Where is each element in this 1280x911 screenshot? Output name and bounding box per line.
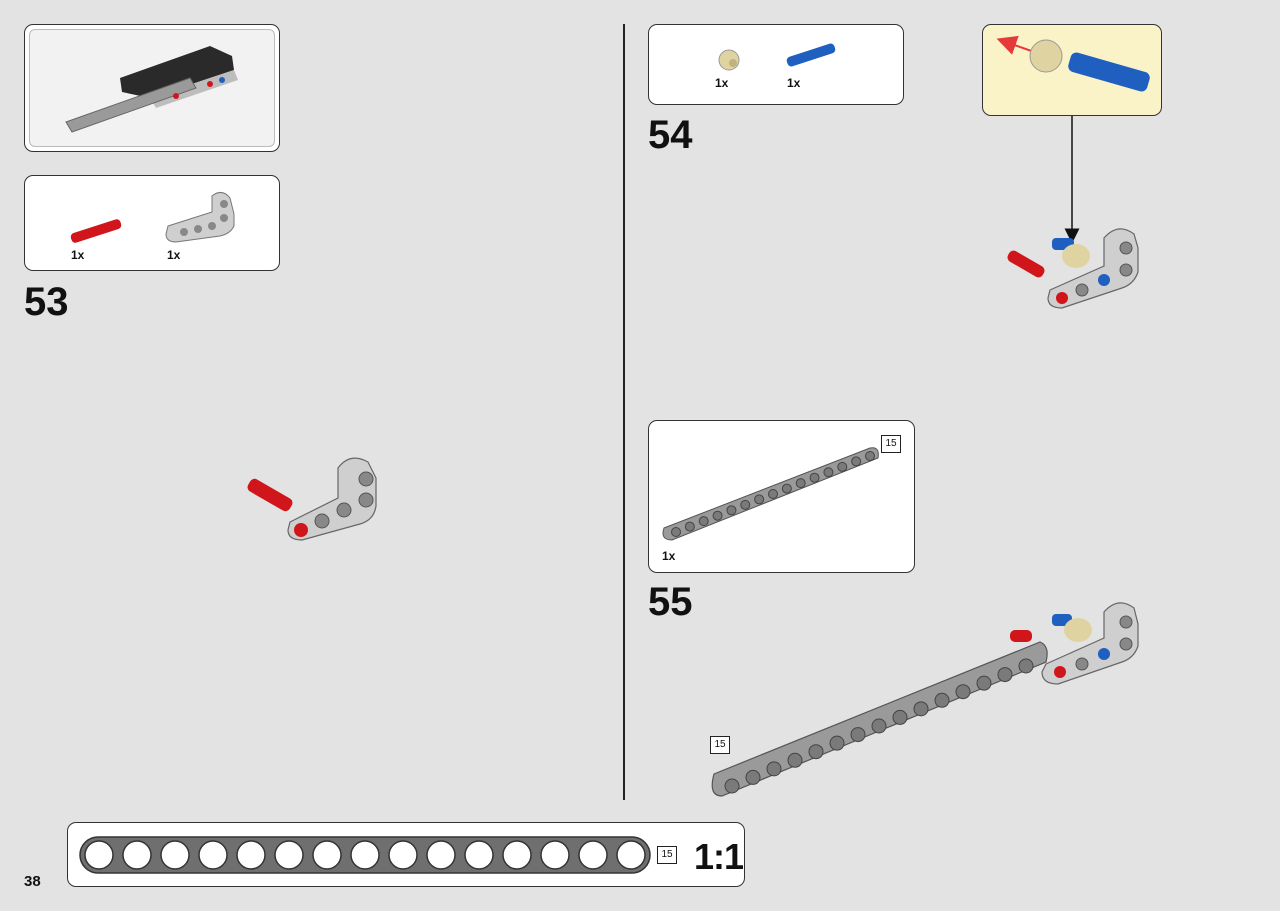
step-53-parts-list: 1x 1x [24,175,280,271]
beam-hole [850,727,866,743]
beam-hole [955,684,971,700]
beam-hole [787,752,803,768]
scale-hole [540,840,570,870]
beam-hole [781,483,792,494]
scale-hole [312,840,342,870]
red-axle-pin-part [70,219,122,243]
scale-hole [426,840,456,870]
beam-hole [809,472,820,483]
grey-l-beam-part [165,192,235,243]
beam-hole [795,478,806,489]
scale-hole [84,840,114,870]
scale-hole [464,840,494,870]
beam-hole [871,718,887,734]
beam-hole [865,451,875,461]
beam-hole [754,494,765,505]
previous-step-model [65,46,238,133]
beam-hole [976,675,992,691]
part-qty: 1x [662,549,676,563]
beam-hole [698,516,709,527]
step-number: 54 [648,113,693,157]
beam-hole [892,709,908,725]
beam-hole [726,505,737,516]
beam-length-tag: 15 [657,846,677,864]
beam-hole [724,778,740,794]
beam-hole [808,744,824,760]
part-qty: 1x [787,76,801,90]
blue-axle-pin-part [786,43,836,67]
beam-hole [745,769,761,785]
scale-hole [616,840,646,870]
beam-hole [997,667,1013,683]
part-qty: 1x [715,76,729,90]
scale-beam [79,836,651,874]
scale-hole [274,840,304,870]
scale-label: 1:1 [694,836,744,877]
step-number: 55 [648,580,693,624]
scale-hole [160,840,190,870]
step-54-assembly [1007,228,1139,309]
page-number: 38 [24,873,41,890]
part-qty: 1x [167,248,181,262]
part-qty: 1x [71,248,85,262]
scale-hole [122,840,152,870]
page-divider [623,24,625,800]
scale-hole [502,840,532,870]
step-55-assembly [711,602,1139,797]
scale-hole [350,840,380,870]
beam-hole [768,489,778,499]
beam-15-part [662,447,879,541]
scale-hole [388,840,418,870]
beam-hole [837,461,848,472]
beam-hole [829,735,845,751]
beam-hole [766,761,782,777]
callout-art [996,35,1150,244]
scale-hole [578,840,608,870]
beam-hole [851,456,862,467]
beam-hole [740,499,751,510]
scale-hole [198,840,228,870]
beam-length-tag: 15 [710,736,730,754]
beam-hole [712,510,723,521]
step-54-parts-list: 1x 1x [648,24,904,105]
beam-hole [684,521,695,532]
step-number: 53 [24,280,69,324]
beam-hole [934,692,950,708]
beam-hole [823,467,834,478]
beam-hole [671,527,681,537]
beam-hole [1018,658,1034,674]
scale-hole [236,840,266,870]
beam-hole [913,701,929,717]
step-53-assembly [247,457,377,541]
tan-bush-part [718,49,740,71]
beam-length-tag: 15 [881,435,901,453]
